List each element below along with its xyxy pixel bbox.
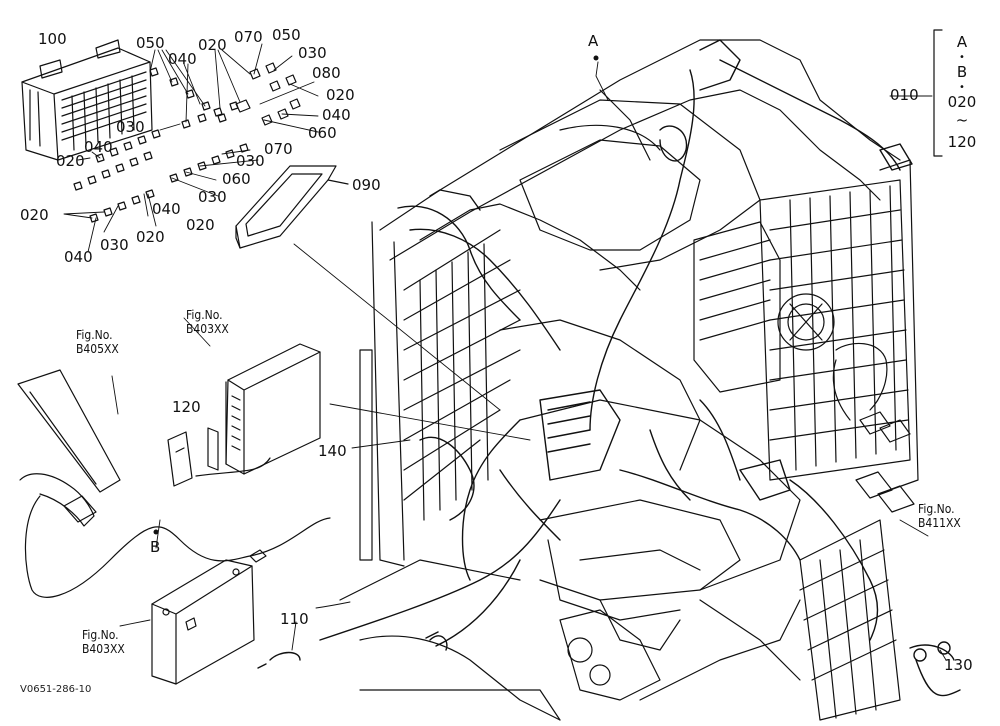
part-label-040: 040 bbox=[168, 50, 197, 68]
ecu-lower-drawing bbox=[151, 559, 255, 685]
figure-ref-number: B405XX bbox=[76, 342, 119, 356]
figure-ref-b403-lower: Fig.No. B403XX bbox=[82, 628, 125, 656]
bracket-dot: • bbox=[959, 52, 965, 63]
part-label-040: 040 bbox=[152, 200, 181, 218]
figure-ref-prefix: Fig.No. bbox=[918, 502, 955, 516]
part-label-010: 010 bbox=[890, 86, 919, 104]
bracket-line bbox=[933, 29, 943, 157]
panel-b405-drawing bbox=[17, 369, 331, 598]
figure-ref-number: B411XX bbox=[918, 516, 961, 530]
fuse-array-drawing bbox=[73, 62, 301, 223]
figure-ref-number: B403XX bbox=[82, 642, 125, 656]
part-label-080: 080 bbox=[312, 64, 341, 82]
part-label-020: 020 bbox=[136, 228, 165, 246]
part-leaders bbox=[111, 61, 947, 661]
part-label-120: 120 bbox=[172, 398, 201, 416]
ref-b-dot bbox=[153, 529, 159, 535]
part-label-050: 050 bbox=[272, 26, 301, 44]
figure-ref-b405: Fig.No. B405XX bbox=[76, 328, 119, 356]
figure-ref-prefix: Fig.No. bbox=[186, 308, 223, 322]
part-label-070: 070 bbox=[234, 28, 263, 46]
part-label-030: 030 bbox=[198, 188, 227, 206]
part-label-060: 060 bbox=[308, 124, 337, 142]
part-label-110: 110 bbox=[280, 610, 309, 628]
figure-ref-b411: Fig.No. B411XX bbox=[918, 502, 961, 530]
part-label-050: 050 bbox=[136, 34, 165, 52]
part-label-020: 020 bbox=[198, 36, 227, 54]
part-label-030: 030 bbox=[116, 118, 145, 136]
fuse-leaders bbox=[63, 43, 319, 253]
part-label-130: 130 bbox=[944, 656, 973, 674]
part-label-040: 040 bbox=[322, 106, 351, 124]
fuse-box-drawing bbox=[21, 39, 153, 161]
part-label-040: 040 bbox=[64, 248, 93, 266]
cabin-drawing bbox=[339, 39, 919, 721]
part-label-020: 020 bbox=[326, 86, 355, 104]
figure-ref-number: B403XX bbox=[186, 322, 229, 336]
part-label-100: 100 bbox=[38, 30, 67, 48]
part-label-020: 020 bbox=[56, 152, 85, 170]
bracket-dot: • bbox=[959, 82, 965, 93]
figure-ref-prefix: Fig.No. bbox=[76, 328, 113, 342]
reference-label-b: B bbox=[150, 538, 161, 556]
part-label-060: 060 bbox=[222, 170, 251, 188]
part-label-020: 020 bbox=[20, 206, 49, 224]
diagram-id: V0651-286-10 bbox=[20, 684, 92, 695]
figure-ref-prefix: Fig.No. bbox=[82, 628, 119, 642]
bracket-item-a: A bbox=[956, 33, 968, 51]
part-label-090: 090 bbox=[352, 176, 381, 194]
ecu-upper-drawing bbox=[167, 343, 321, 487]
bracket-item-120: 120 bbox=[947, 133, 977, 151]
harness-drawing bbox=[257, 39, 961, 697]
cover-090-drawing bbox=[235, 165, 349, 249]
reference-label-a: A bbox=[588, 32, 599, 50]
bracket-item-b: B bbox=[956, 63, 968, 81]
part-label-040: 040 bbox=[84, 138, 113, 156]
part-label-140: 140 bbox=[318, 442, 347, 460]
figure-ref-b403-upper: Fig.No. B403XX bbox=[186, 308, 229, 336]
part-label-070: 070 bbox=[264, 140, 293, 158]
bracket-tilde: ~ bbox=[955, 111, 969, 129]
ref-a-dot bbox=[593, 55, 599, 61]
part-label-030: 030 bbox=[298, 44, 327, 62]
part-label-030: 030 bbox=[100, 236, 129, 254]
bracket-item-020: 020 bbox=[947, 93, 977, 111]
part-label-020: 020 bbox=[186, 216, 215, 234]
part-label-030: 030 bbox=[236, 152, 265, 170]
